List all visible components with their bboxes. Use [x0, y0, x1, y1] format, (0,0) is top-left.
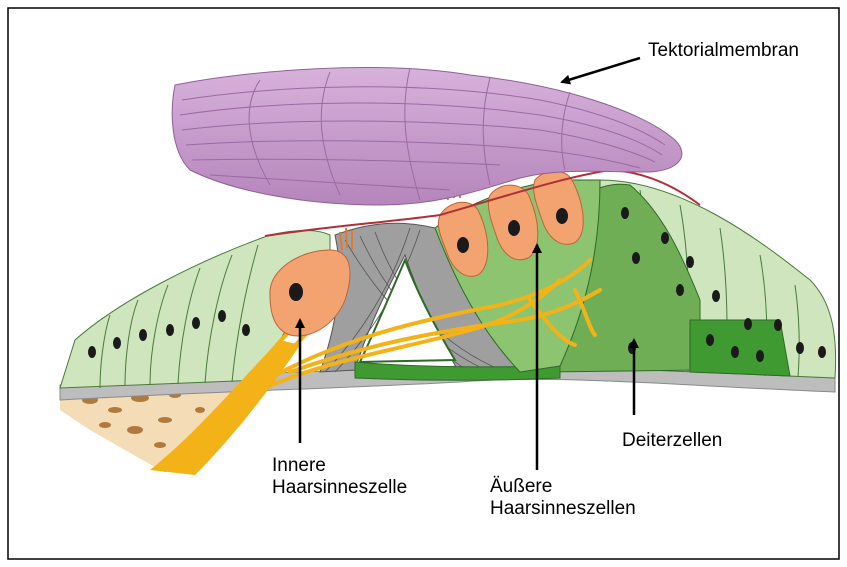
label-deiterzellen: Deiterzellen — [622, 430, 722, 452]
label-tektorialmembran: Tektorialmembran — [648, 40, 799, 62]
label-innere-haarsinneszelle: Innere Haarsinneszelle — [272, 455, 407, 499]
label-aeussere-haarsinneszellen: Äußere Haarsinneszellen — [490, 476, 636, 520]
label-innere-line1: Innere — [272, 455, 407, 477]
arrow-tektorialmembran — [562, 58, 640, 82]
label-innere-line2: Haarsinneszelle — [272, 477, 407, 499]
label-aeussere-line1: Äußere — [490, 476, 636, 498]
label-aeussere-line2: Haarsinneszellen — [490, 498, 636, 520]
